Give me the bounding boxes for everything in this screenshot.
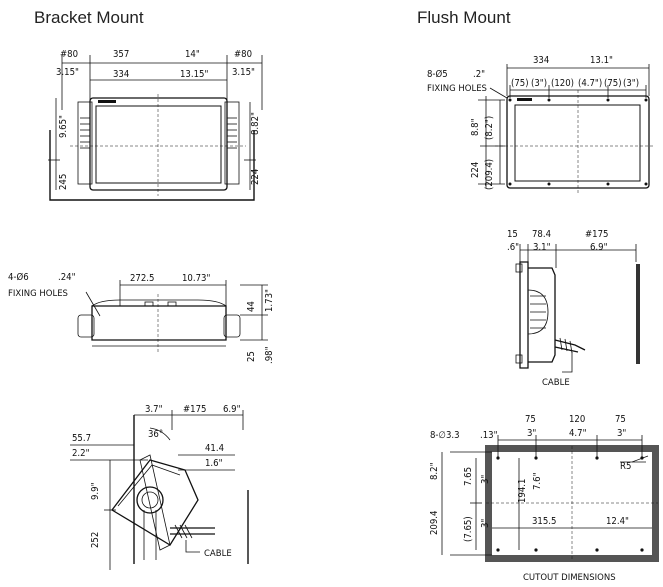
bs-cable-label: CABLE — [204, 549, 232, 559]
co-height-in: 8.2" — [429, 462, 440, 480]
display-body — [89, 97, 228, 191]
bt-depth1-in: 1.73" — [264, 289, 275, 312]
flush-mount-title: Flush Mount — [417, 8, 511, 27]
fs-c: #175 — [585, 229, 608, 240]
co-v1-in: 3" — [480, 475, 491, 484]
bf-right-height-mm: 224 — [250, 169, 261, 185]
co-height-mm: 209.4 — [429, 511, 440, 535]
bracket-side-view: 3.7" 36° #175 6.9" 55.7 2.2" 41.4 1.6" 9… — [70, 404, 249, 570]
flush-side-view: 15 .6" 78.4 3.1" #175 6.9" CABLE — [507, 229, 640, 388]
fs-cable-label: CABLE — [542, 378, 570, 388]
bf-height-mm: 245 — [58, 174, 69, 190]
co-holes: 8-∅3.3 — [430, 430, 460, 441]
ff-width-mm: 334 — [533, 55, 549, 66]
bt-holes: 4-Ø6 — [8, 272, 29, 283]
bs-angle: 36° — [148, 429, 163, 440]
bt-holes-in: .24" — [58, 272, 76, 283]
cutout-view: 8-∅3.3 .13" 75 3" 120 4.7" 75 3" R5 8.2"… — [429, 414, 659, 583]
bf-right-top: #80 — [234, 49, 252, 60]
right-bracket — [224, 101, 240, 185]
display-screen — [95, 105, 222, 184]
bt-depth2: 25 — [246, 351, 257, 362]
side-body — [111, 459, 199, 546]
ff-seg-4: (75) — [604, 78, 622, 89]
co-c1-in: 3" — [527, 428, 536, 439]
co-width-in: 12.4" — [606, 516, 629, 527]
bs-b-in: 6.9" — [223, 404, 241, 415]
bt-depth2-in: .98" — [264, 346, 275, 364]
bt-width-mm: 272.5 — [130, 273, 154, 284]
co-inner-h-in: 7.6" — [532, 472, 543, 490]
ff-h1b: (8.2") — [484, 116, 495, 140]
left-bracket — [77, 101, 93, 185]
top-body — [91, 305, 227, 341]
fs-b-in: 3.1" — [533, 242, 551, 253]
co-inner-h: 194.1 — [517, 479, 528, 503]
co-v1: 7.65 — [463, 467, 474, 486]
fs-a-in: .6" — [507, 242, 519, 253]
co-c2: 120 — [569, 414, 585, 425]
co-v2: (7.65) — [463, 516, 474, 542]
bt-depth1: 44 — [246, 301, 257, 312]
bf-left-bot: 3.15" — [56, 67, 79, 78]
bf-height-in: 9.65" — [58, 115, 69, 138]
ff-h1: 8.8" — [470, 118, 481, 136]
ff-h2b: (209.4) — [484, 159, 495, 190]
ff-width-in: 13.1" — [590, 55, 613, 66]
fs-c-in: 6.9" — [590, 242, 608, 253]
ff-seg-1: (3") — [531, 78, 547, 89]
bs-a: 3.7" — [145, 404, 163, 415]
fs-b: 78.4 — [532, 229, 551, 240]
co-c1: 75 — [525, 414, 536, 425]
bs-d: 41.4 — [205, 443, 224, 454]
bs-d-in: 1.6" — [205, 458, 223, 469]
co-c3-in: 3" — [617, 428, 626, 439]
bs-c-in: 2.2" — [72, 448, 90, 459]
bf-inner-mm: 334 — [113, 69, 129, 80]
bracket-front-view: #80 3.15" 357 14" 334 13.15" #80 3.15" 9… — [48, 49, 263, 201]
bf-left-top: #80 — [60, 49, 78, 60]
bt-width-in: 10.73" — [182, 273, 210, 284]
bracket-mount-title: Bracket Mount — [34, 8, 144, 27]
flush-screen — [514, 104, 641, 182]
co-holes-in: .13" — [480, 430, 498, 441]
bf-width-mm: 357 — [113, 49, 129, 60]
fs-body — [528, 267, 556, 363]
co-caption: CUTOUT DIMENSIONS — [523, 573, 616, 583]
co-c2-in: 4.7" — [569, 428, 587, 439]
fs-bezel — [519, 261, 529, 369]
bf-width-in: 14" — [185, 49, 200, 60]
co-radius: R5 — [620, 461, 631, 472]
co-c3: 75 — [615, 414, 626, 425]
co-v2-in: 3" — [480, 519, 491, 528]
fs-a: 15 — [507, 229, 518, 240]
ff-seg-3: (4.7") — [578, 78, 602, 89]
bf-right-bot: 3.15" — [232, 67, 255, 78]
mount-surface — [49, 130, 255, 201]
bt-holes-label: FIXING HOLES — [8, 289, 68, 299]
ff-seg-0: (75) — [511, 78, 529, 89]
flush-front-view: 8-Ø5 .2" FIXING HOLES 334 13.1" (75) (3"… — [427, 55, 655, 195]
bf-inner-in: 13.15" — [180, 69, 208, 80]
bs-height-in: 9.9" — [90, 482, 101, 500]
bs-b: #175 — [183, 404, 206, 415]
ff-seg-5: (3") — [623, 78, 639, 89]
bracket-top-view: 4-Ø6 .24" FIXING HOLES 272.5 10.73" 44 1… — [8, 272, 275, 364]
ff-seg-2: (120) — [551, 78, 574, 89]
ff-holes-label: FIXING HOLES — [427, 84, 487, 94]
ff-holes-in: .2" — [473, 69, 485, 80]
bs-c: 55.7 — [72, 433, 91, 444]
co-width-mm: 315.5 — [532, 516, 556, 527]
ff-holes: 8-Ø5 — [427, 69, 448, 80]
ff-h2: 224 — [470, 162, 481, 178]
bs-height-mm: 252 — [90, 532, 101, 548]
bf-right-height-in: 8.82" — [250, 112, 261, 135]
